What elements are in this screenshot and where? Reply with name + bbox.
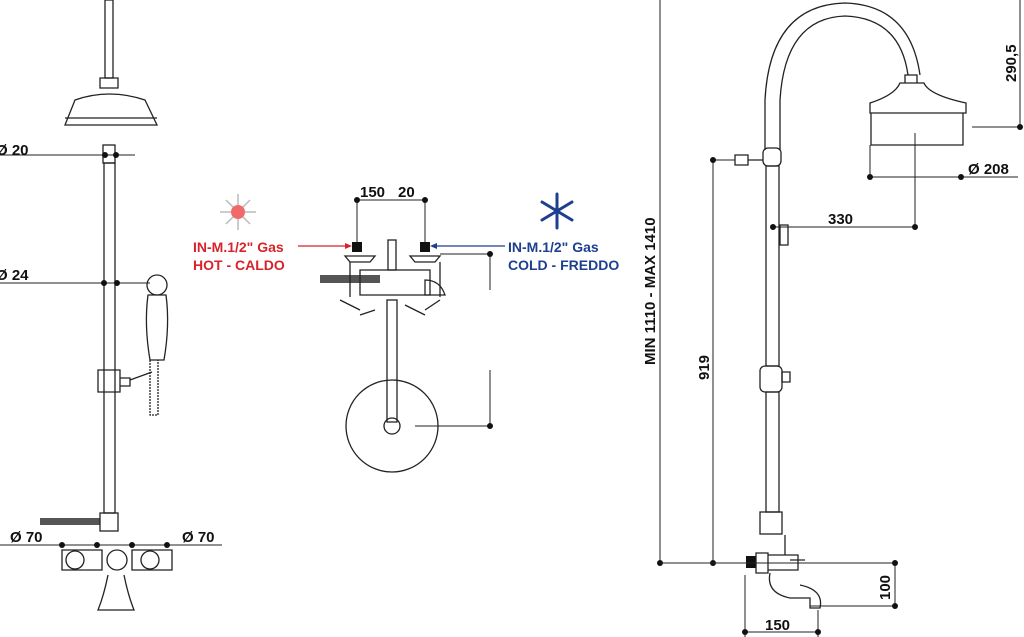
dia-bottom-right-label: Ø 70 [182,529,215,546]
front-view: Ø 20 Ø 24 Ø 70 Ø 70 [0,0,222,611]
dia-bottom-left-label: Ø 70 [10,529,43,546]
dia-mid-label: Ø 24 [0,267,29,284]
spout-reach-label: 150 [765,617,790,634]
hot-inlet-sublabel: HOT - CALDO [193,257,285,273]
cold-inlet-label: IN-M.1/2" Gas [508,239,599,255]
dia-top-label: Ø 20 [0,142,29,159]
hot-inlet-label: IN-M.1/2" Gas [193,239,284,255]
sun-icon [220,194,256,230]
side-view: MIN 1110 - MAX 1410 919 330 Ø 208 290,5 … [642,0,1023,637]
head-diameter-label: Ø 208 [968,161,1009,178]
inlet-dim-b: 20 [398,184,415,201]
inlet-dim-a: 150 [360,184,385,201]
spout-drop-label: 100 [877,575,894,600]
reach-label: 330 [828,211,853,228]
snowflake-icon [540,192,574,230]
head-drop-label: 290,5 [1003,44,1020,82]
inlet-view: 150 20 IN-M.1/2" Gas HOT - CALDO IN-M.1/… [193,184,619,473]
valve-height-label: 919 [696,355,713,380]
height-range-label: MIN 1110 - MAX 1410 [642,217,659,365]
cold-inlet-sublabel: COLD - FREDDO [508,257,619,273]
